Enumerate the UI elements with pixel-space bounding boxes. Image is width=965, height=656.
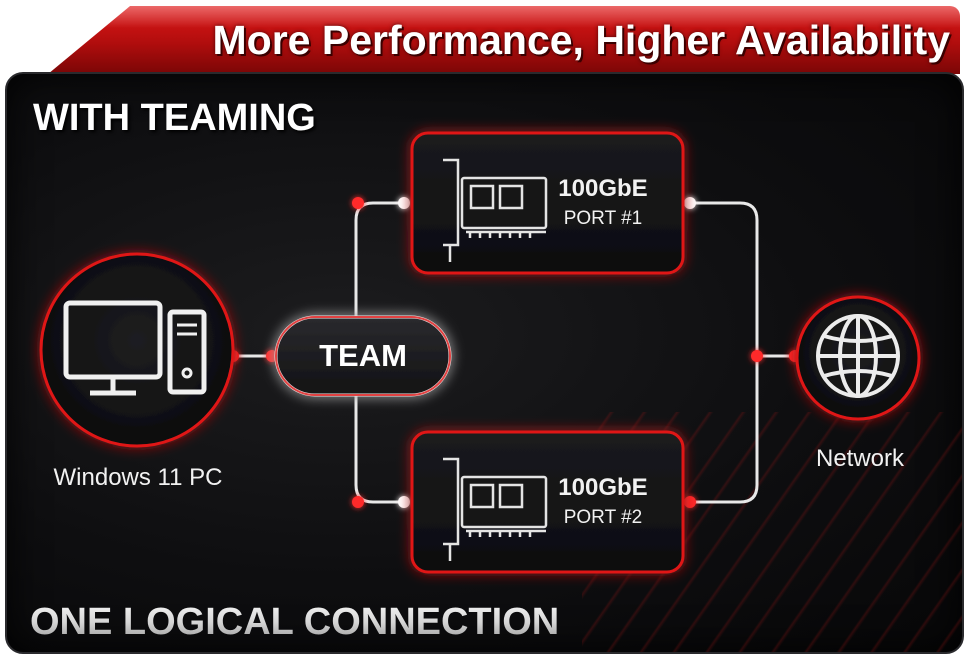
- link-team-port1: [354, 201, 405, 320]
- port-1-name: PORT #1: [563, 208, 643, 229]
- network-label: Network: [815, 445, 905, 472]
- network-node: [795, 295, 921, 421]
- globe-icon: [816, 314, 900, 398]
- port-2-speed: 100GbE: [558, 474, 648, 501]
- port-2-name: PORT #2: [563, 507, 643, 528]
- diagram-heading: WITH TEAMING: [33, 97, 316, 139]
- title-banner: [48, 6, 960, 74]
- link-team-port2: [354, 392, 405, 504]
- team-label: TEAM: [319, 338, 407, 373]
- network-card-icon: [443, 457, 548, 561]
- pc-node: [39, 252, 235, 448]
- diagram-footer: ONE LOGICAL CONNECTION: [30, 596, 559, 648]
- desktop-computer-icon: [63, 300, 207, 396]
- page-title: More Performance, Higher Availability: [212, 17, 950, 63]
- team-node: [274, 315, 452, 397]
- network-card-icon: [443, 158, 548, 262]
- title-banner-shine: [78, 6, 960, 28]
- pc-label: Windows 11 PC: [53, 464, 223, 491]
- link-ports-bus: [690, 201, 759, 504]
- port-1-speed: 100GbE: [558, 175, 648, 202]
